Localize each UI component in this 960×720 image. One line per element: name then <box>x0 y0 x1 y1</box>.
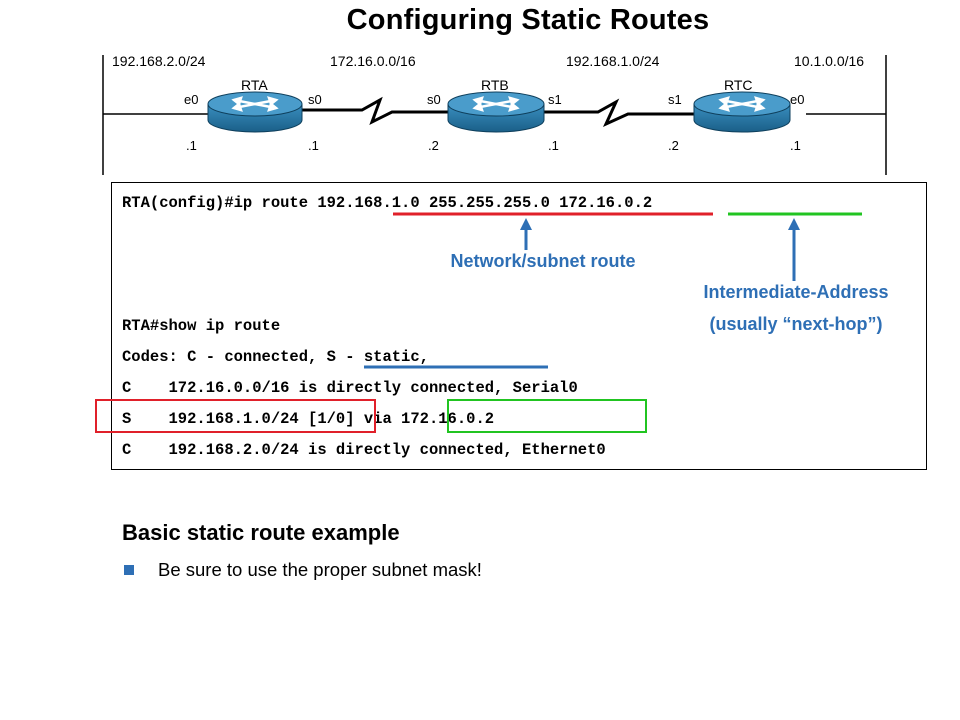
cli-codes-line: Codes: C - connected, S - static, <box>122 348 429 366</box>
router-rtb-icon <box>447 91 545 133</box>
interface-label: s0 <box>308 92 322 107</box>
interface-label: s0 <box>427 92 441 107</box>
ip-suffix-label: .1 <box>548 138 559 153</box>
ip-suffix-label: .2 <box>428 138 439 153</box>
intermediate-address-annotation: Intermediate-Address <box>703 282 889 302</box>
next-hop-arrowhead <box>788 218 800 230</box>
router-rtc-icon <box>693 91 791 133</box>
ip-suffix-label: .1 <box>308 138 319 153</box>
bullet-square-icon <box>124 565 134 575</box>
network-route-arrowhead <box>520 218 532 230</box>
route-table-row: C 172.16.0.0/16 is directly connected, S… <box>122 379 578 397</box>
interface-label: s1 <box>548 92 562 107</box>
ip-suffix-label: .2 <box>668 138 679 153</box>
router-name: RTA <box>241 77 268 93</box>
ip-suffix-label: .1 <box>790 138 801 153</box>
router-name: RTB <box>481 77 509 93</box>
cli-command-line: RTA(config)#ip route 192.168.1.0 255.255… <box>122 194 653 212</box>
router-rta-icon <box>207 91 303 133</box>
interface-label: e0 <box>184 92 198 107</box>
route-table-row: C 192.168.2.0/24 is directly connected, … <box>122 441 606 459</box>
bullet-text: Be sure to use the proper subnet mask! <box>158 559 482 580</box>
network-label: 192.168.2.0/24 <box>112 53 206 69</box>
network-label: 10.1.0.0/16 <box>794 53 864 69</box>
network-route-annotation: Network/subnet route <box>450 251 636 271</box>
section-heading: Basic static route example <box>122 520 400 545</box>
cli-command-line: RTA#show ip route <box>122 317 281 335</box>
network-label: 172.16.0.0/16 <box>330 53 416 69</box>
interface-label: s1 <box>668 92 682 107</box>
next-hop-annotation: (usually “next-hop”) <box>709 314 883 334</box>
page-title: Configuring Static Routes <box>346 4 710 36</box>
serial-link-rta-rtb <box>302 96 448 126</box>
static-route-highlight <box>95 399 376 433</box>
network-topology-diagram: 192.168.2.0/24 172.16.0.0/16 192.168.1.0… <box>102 53 887 175</box>
serial-link-rtb-rtc <box>544 98 694 128</box>
cli-output-box: RTA(config)#ip route 192.168.1.0 255.255… <box>111 182 927 470</box>
next-hop-highlight <box>447 399 647 433</box>
ip-suffix-label: .1 <box>186 138 197 153</box>
network-label: 192.168.1.0/24 <box>566 53 660 69</box>
interface-label: e0 <box>790 92 804 107</box>
router-name: RTC <box>724 77 753 93</box>
